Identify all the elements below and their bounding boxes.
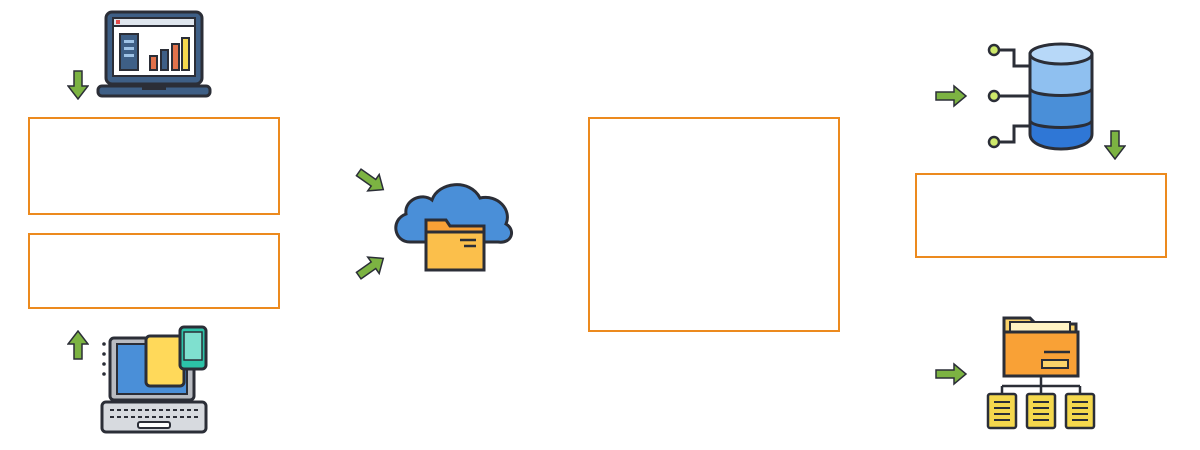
arrow-down	[66, 70, 90, 105]
arrow-up	[66, 329, 90, 365]
left-top-box	[28, 117, 280, 215]
center-box	[588, 117, 840, 332]
right-box	[915, 173, 1167, 258]
arrow-up-right	[354, 252, 388, 287]
cloud-folder-icon	[388, 176, 516, 274]
multi-device-laptop-icon	[98, 324, 214, 436]
arrow-down	[1103, 130, 1127, 165]
folder-network-icon	[984, 314, 1102, 432]
arrow-right	[934, 84, 968, 113]
left-bottom-box	[28, 233, 280, 309]
dashboard-laptop-icon	[96, 10, 212, 102]
database-icon	[984, 38, 1102, 154]
arrow-down-right	[354, 166, 388, 201]
arrow-right	[934, 362, 968, 391]
